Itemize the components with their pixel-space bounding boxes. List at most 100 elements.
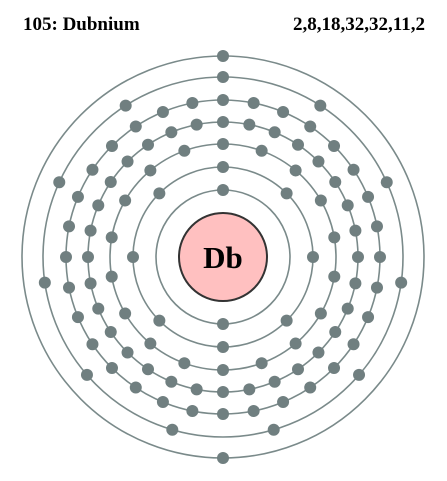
electron [349,224,362,237]
electron [374,251,386,263]
electron [119,99,132,112]
electron [329,326,342,338]
electron [71,311,84,324]
electron [63,220,76,233]
electron-configuration: 2,8,18,32,32,11,2 [293,14,425,35]
electron [217,71,229,83]
electron [380,176,393,189]
electron [186,404,199,417]
electron [347,163,360,176]
electron [243,118,256,131]
electron [328,362,341,375]
electron [347,338,360,351]
electron [153,187,166,200]
electron [280,187,293,200]
electron [153,314,166,327]
electron [292,138,304,151]
electron [129,381,142,394]
electron [105,270,118,283]
electron [142,363,154,376]
electron [352,251,364,263]
electron [186,97,199,110]
electron [362,190,375,203]
electron [289,337,302,350]
electron [267,423,280,436]
electron [127,251,139,263]
electron [255,144,268,157]
electron [362,311,375,324]
electron [217,161,229,173]
electron [217,408,229,420]
electron [121,346,134,359]
electron [277,396,290,409]
electron [307,251,319,263]
electron [292,363,304,376]
electron [312,346,325,359]
electron [217,452,229,464]
electron [280,314,293,327]
electron [341,302,354,315]
electron [86,163,99,176]
electron [255,357,268,370]
electron [104,326,117,338]
electron [129,120,142,133]
electron [328,270,341,283]
electron [63,281,76,294]
electron [349,277,362,290]
electron [217,341,229,353]
electron [166,423,179,436]
electron [329,176,342,188]
element-title: 105: Dubnium [23,14,140,35]
electron [142,138,154,151]
electrons [38,50,408,464]
electron [289,164,302,177]
electron [217,184,229,196]
electron [328,139,341,152]
electron [304,120,317,133]
electron [178,357,191,370]
electron [268,375,281,388]
electron [84,224,97,237]
electron [86,338,99,351]
nucleus [178,212,268,302]
electron [395,276,408,289]
electron [217,94,229,106]
electron [247,404,260,417]
electron [119,194,132,207]
electron [82,251,94,263]
electron [105,362,118,375]
electron [38,276,51,289]
electron [105,231,118,244]
electron [121,155,134,168]
electron [71,190,84,203]
electron [217,138,229,150]
electron [190,118,203,131]
electron [314,307,327,320]
electron [190,383,203,396]
electron [268,126,281,139]
electron [80,368,93,381]
electron [217,116,229,128]
electron [277,105,290,118]
electron [165,126,178,139]
electron [156,105,169,118]
electron [341,199,354,212]
electron [314,194,327,207]
electron [370,281,383,294]
electron [314,99,327,112]
electron [105,139,118,152]
electron [353,368,366,381]
electron [92,199,105,212]
electron [370,220,383,233]
electron [217,364,229,376]
electron [144,164,157,177]
electron [217,50,229,62]
electron [178,144,191,157]
electron [217,318,229,330]
electron [243,383,256,396]
electron [165,375,178,388]
electron [119,307,132,320]
electron [247,97,260,110]
electron [84,277,97,290]
